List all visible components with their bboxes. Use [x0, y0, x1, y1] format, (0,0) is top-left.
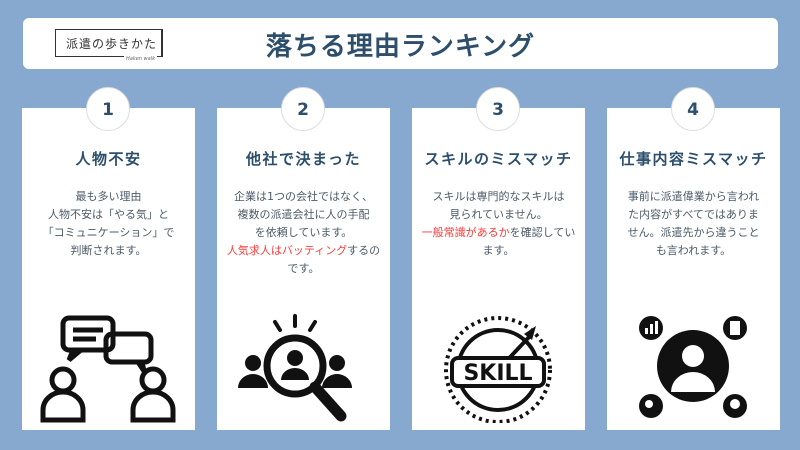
logo-text: 派遣の歩きかた [66, 37, 158, 51]
rank-number-1: 1 [86, 87, 130, 131]
card-body: 事前に派遣偉業から言われ た内容がすべてではありま せん。派遣先から違うこと も… [613, 188, 774, 260]
body-line: 一般常識があるかを確認しています。 [418, 224, 579, 260]
businessman-icon [639, 316, 747, 418]
body-line: せん。派遣先から違うこと [627, 226, 760, 239]
body-line: 企業は1つの会社ではなく、 [234, 190, 373, 203]
body-line: スキルは専門的なスキルは [432, 190, 565, 203]
body-line: 複数の派遣会社に人の手配 [237, 208, 370, 221]
body-line: 事前に派遣偉業から言われ [627, 190, 760, 203]
card-body: 最も多い理由 人物不安は「やる気」と 「コミュニケーション」で 判断されます。 [28, 188, 189, 260]
body-line: も言われます。 [655, 244, 732, 257]
body-line: 人物不安は「やる気」と [48, 208, 169, 221]
logo-subtext: Haken walk [124, 56, 157, 62]
body-line: 人気求人はバッティングするのです。 [223, 242, 384, 278]
body-line: を依頼しています。 [254, 226, 353, 239]
card-body: 企業は1つの会社ではなく、 複数の派遣会社に人の手配 を依頼しています。 人気求… [223, 188, 384, 278]
search-people-icon [238, 314, 352, 422]
body-text: を確認しています。 [482, 226, 576, 257]
ranking-card-1: 人物不安 最も多い理由 人物不安は「やる気」と 「コミュニケーション」で 判断さ… [22, 108, 195, 430]
skill-label: SKILL [463, 361, 532, 386]
conversation-icon [40, 315, 176, 423]
card-title: 仕事内容ミスマッチ [619, 150, 768, 168]
logo: 派遣の歩きかた Haken walk [55, 29, 163, 62]
body-line: た内容がすべてではありま [628, 208, 759, 221]
rank-number-4: 4 [671, 87, 715, 131]
body-line: 見られていません。 [449, 208, 548, 221]
page-title: 落ちる理由ランキング [265, 32, 536, 62]
rank-number-3: 3 [476, 87, 520, 131]
rank-number-2: 2 [281, 87, 325, 131]
card-title: 人物不安 [75, 150, 142, 168]
body-line: 「コミュニケーション」で [42, 226, 175, 239]
ranking-card-4: 仕事内容ミスマッチ 事前に派遣偉業から言われ た内容がすべてではありま せん。派… [607, 108, 780, 430]
skill-gauge-icon: SKILL [444, 316, 552, 423]
body-text: するのです。 [287, 244, 381, 275]
body-line: 最も多い理由 [75, 190, 142, 203]
card-body: スキルは専門的なスキルは 見られていません。 一般常識があるかを確認しています。 [418, 188, 579, 260]
ranking-card-2: 他社で決まった 企業は1つの会社ではなく、 複数の派遣会社に人の手配 を依頼して… [217, 108, 390, 430]
body-line: 判断されます。 [70, 244, 147, 257]
highlight-text: 一般常識があるか [421, 226, 510, 239]
card-title: 他社で決まった [246, 150, 361, 168]
header-bar: 派遣の歩きかた Haken walk 落ちる理由ランキング [23, 18, 778, 69]
card-title: スキルのミスマッチ [424, 150, 573, 168]
ranking-card-3: スキルのミスマッチ スキルは専門的なスキルは 見られていません。 一般常識がある… [412, 108, 585, 430]
highlight-text: 人気求人はバッティング [226, 244, 348, 257]
